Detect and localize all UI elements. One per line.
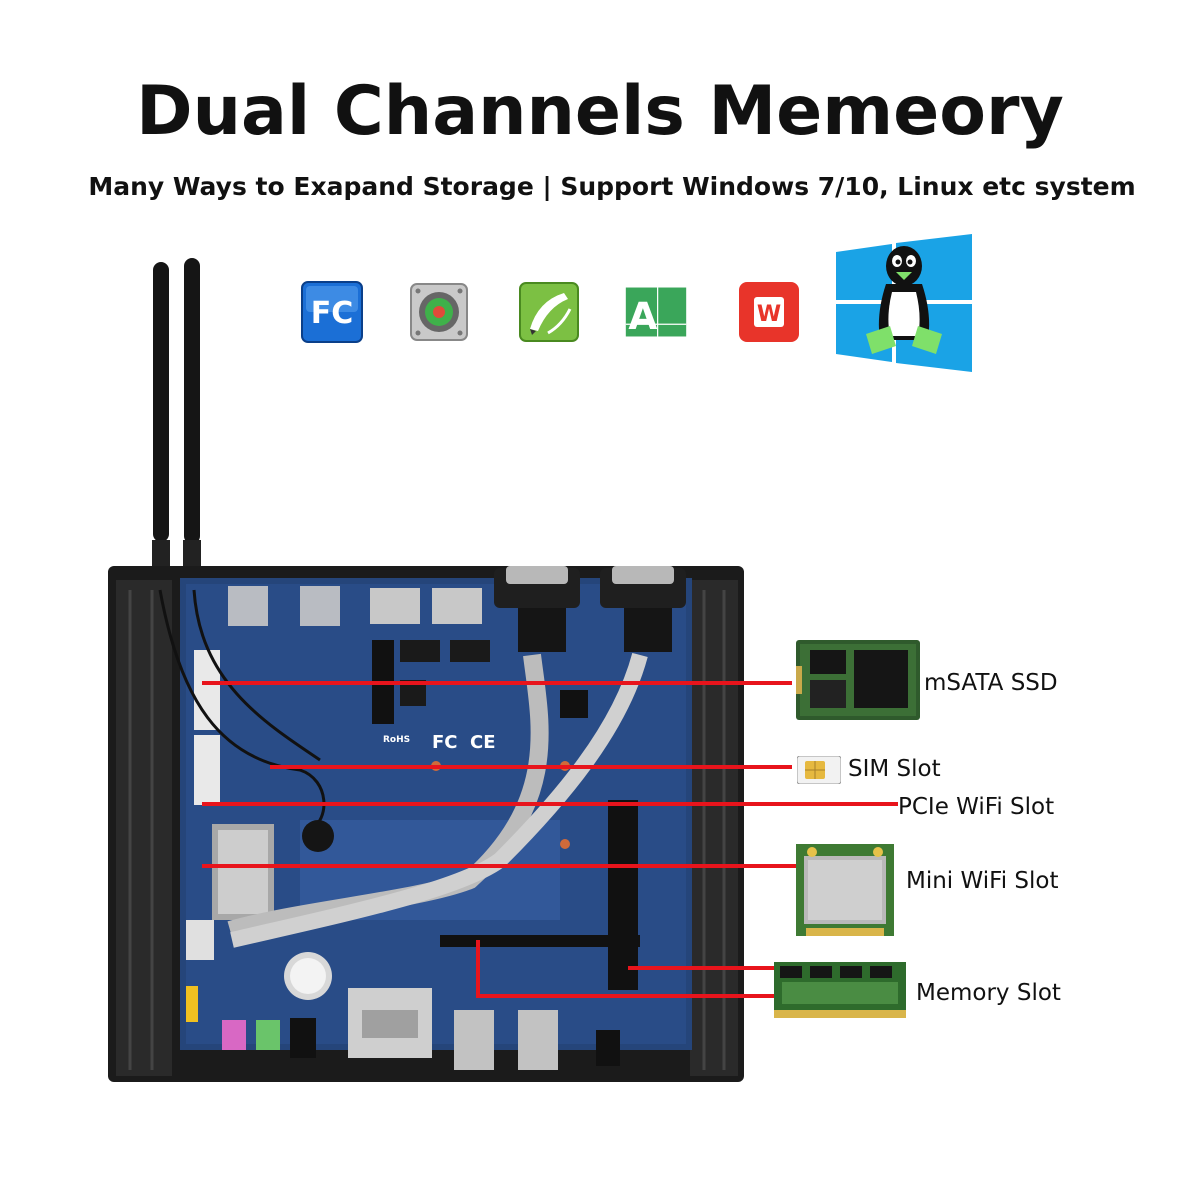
page-subtitle: Many Ways to Exapand Storage | Support W…	[88, 172, 1136, 201]
msata-ssd-label: mSATA SSD	[924, 670, 1058, 696]
wps-icon: W	[739, 282, 799, 342]
pcie-wifi-slot-label: PCIe WiFi Slot	[898, 794, 1055, 820]
autocad-icon-text: A	[628, 294, 657, 338]
page-title: Dual Channels Memeory	[136, 72, 1064, 151]
fc-icon: FC	[301, 281, 363, 343]
msata-ssd-card	[796, 640, 920, 720]
windows-linux-icon	[836, 234, 972, 372]
fc-icon-text: FC	[311, 296, 354, 331]
svg-text:FC: FC	[432, 732, 458, 753]
coreldraw-icon	[519, 282, 579, 342]
mini-wifi-card	[796, 844, 894, 936]
svg-text:RoHS: RoHS	[383, 735, 410, 745]
memory-slot-label: Memory Slot	[916, 980, 1061, 1006]
autocad-icon: A	[625, 287, 687, 338]
sim-card-icon	[797, 756, 841, 784]
wps-icon-text: W	[757, 302, 781, 327]
svg-text:CE: CE	[470, 732, 496, 753]
sim-slot-label: SIM Slot	[848, 756, 941, 782]
antenna-icon	[152, 258, 201, 584]
memory-module	[774, 962, 906, 1018]
memory-slot-line-b	[476, 940, 780, 998]
mini-wifi-slot-label: Mini WiFi Slot	[906, 868, 1059, 894]
disk-tool-icon	[410, 283, 468, 341]
